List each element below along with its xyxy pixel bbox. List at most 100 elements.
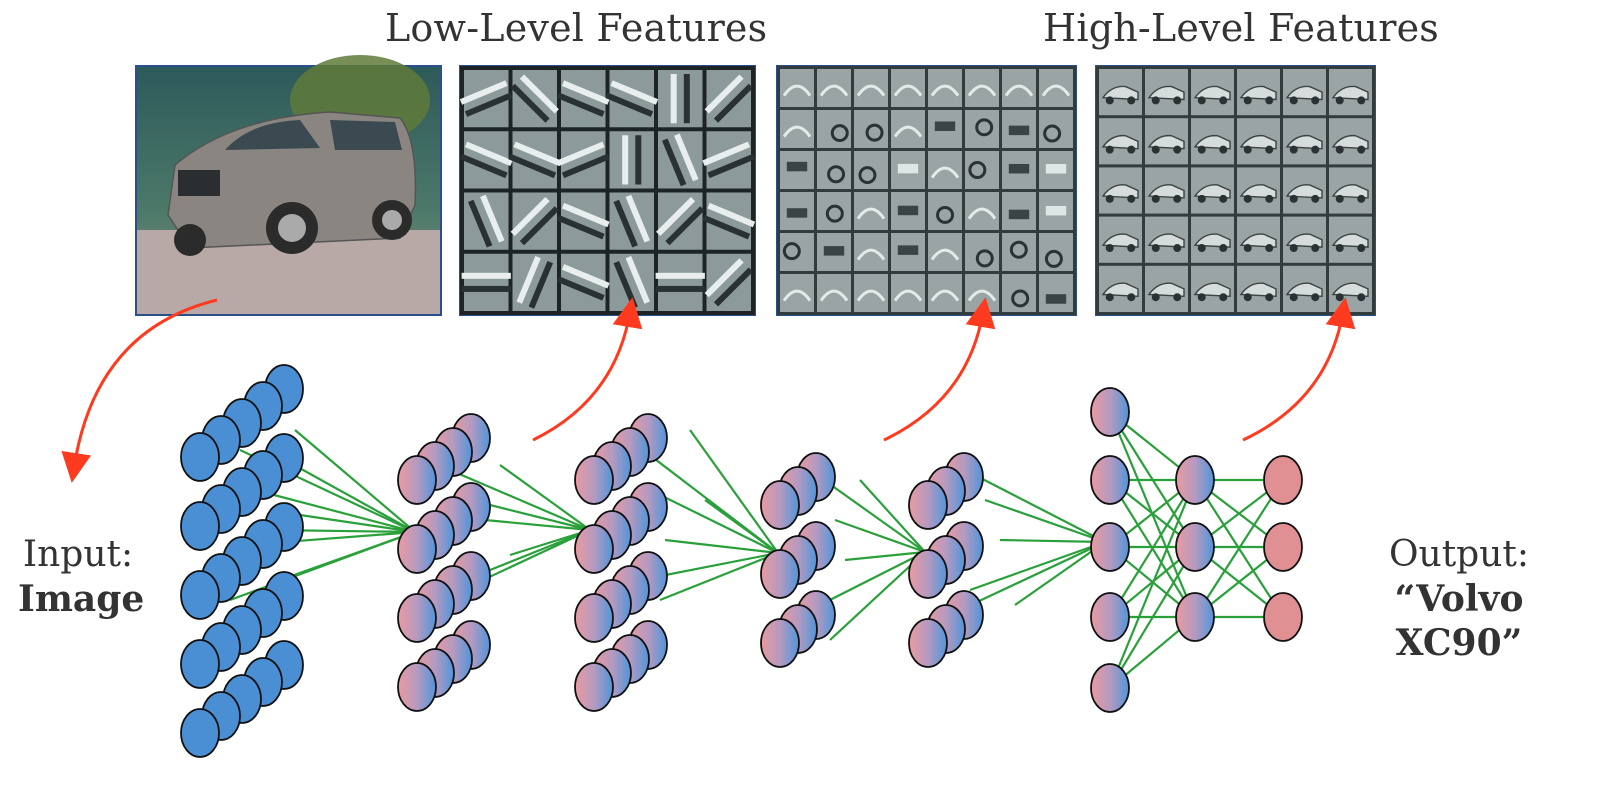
edge-dark bbox=[713, 83, 753, 123]
connection-line bbox=[984, 498, 1106, 544]
node bbox=[760, 480, 800, 530]
edge-stroke bbox=[704, 258, 753, 307]
feature-panels bbox=[135, 55, 1376, 316]
edge-dark bbox=[556, 92, 605, 117]
part-shape bbox=[823, 246, 845, 256]
part-shape bbox=[967, 207, 997, 220]
car-silhouette bbox=[1101, 184, 1139, 199]
car-silhouette bbox=[1331, 282, 1369, 298]
filter-cell bbox=[706, 253, 751, 311]
edge-light bbox=[610, 80, 659, 105]
edge-light bbox=[702, 141, 751, 167]
connection-line bbox=[689, 429, 779, 554]
part-shape bbox=[897, 205, 919, 216]
edge-stroke bbox=[467, 194, 505, 248]
connection-line bbox=[834, 518, 926, 554]
filter-cell bbox=[854, 110, 888, 148]
part-shape bbox=[782, 289, 812, 302]
connection-line bbox=[254, 488, 416, 534]
edge-stroke bbox=[670, 74, 690, 124]
heading-low-level: Low-Level Features bbox=[385, 6, 768, 50]
part-shape bbox=[1043, 124, 1062, 143]
edge-dark bbox=[556, 276, 605, 301]
edge-stroke bbox=[461, 272, 511, 292]
filter-cell bbox=[1002, 69, 1036, 107]
filter-cell bbox=[965, 192, 999, 230]
filter-cell bbox=[817, 69, 851, 107]
input-layer-nodes bbox=[180, 364, 304, 758]
edge-light bbox=[674, 133, 699, 182]
filter-cell bbox=[512, 70, 557, 128]
edge-stroke bbox=[622, 135, 642, 185]
car-silhouette bbox=[1331, 134, 1369, 150]
part-shape bbox=[786, 161, 808, 172]
output-label-line1: Output: bbox=[1389, 534, 1529, 575]
grid-background bbox=[1096, 66, 1375, 315]
edge-stroke bbox=[556, 141, 610, 179]
node bbox=[397, 455, 437, 505]
filter-cell bbox=[965, 274, 999, 312]
connection-line bbox=[964, 469, 1106, 543]
connection-line bbox=[844, 550, 926, 562]
part-shape bbox=[1011, 289, 1030, 308]
part-shape bbox=[1009, 240, 1028, 259]
wheel-mark bbox=[1311, 244, 1320, 253]
filter-cell bbox=[512, 192, 557, 250]
edge-light bbox=[704, 258, 744, 298]
car-silhouette bbox=[1285, 233, 1323, 248]
car-silhouette bbox=[1147, 134, 1185, 150]
edge-light bbox=[625, 194, 651, 243]
node bbox=[1263, 592, 1303, 642]
car-silhouette bbox=[1101, 85, 1139, 101]
wheel-mark bbox=[1105, 194, 1114, 203]
part-shape bbox=[1045, 164, 1067, 174]
node bbox=[180, 501, 220, 551]
edge-stroke bbox=[661, 133, 699, 187]
wheel-mark bbox=[1173, 96, 1182, 105]
input-label: Input: Image bbox=[18, 533, 144, 621]
arrow-to-high-level bbox=[1242, 297, 1356, 442]
edge-dark bbox=[665, 206, 705, 246]
car-grille bbox=[178, 170, 220, 196]
edge-stroke bbox=[613, 194, 651, 248]
filter-cell bbox=[1039, 110, 1073, 148]
filter-cell bbox=[817, 151, 851, 189]
edge-light bbox=[670, 74, 677, 124]
part-shape bbox=[936, 205, 955, 224]
car-silhouette bbox=[1331, 85, 1369, 101]
wheel-mark bbox=[1357, 293, 1366, 302]
node bbox=[760, 549, 800, 599]
edge-light bbox=[464, 141, 513, 167]
node bbox=[760, 618, 800, 668]
car-silhouette bbox=[1193, 184, 1231, 199]
connection-line bbox=[1014, 541, 1106, 606]
edge-stroke bbox=[516, 255, 554, 309]
car-silhouette bbox=[1285, 282, 1323, 298]
filter-cell bbox=[928, 192, 962, 230]
edge-stroke bbox=[702, 202, 756, 240]
car-silhouette bbox=[1239, 282, 1277, 298]
node bbox=[397, 524, 437, 574]
part-shape bbox=[897, 245, 919, 255]
wheel-mark bbox=[1197, 293, 1206, 302]
edge-dark bbox=[459, 153, 508, 179]
filter-cell bbox=[780, 274, 814, 312]
output-label-line2: “Volvo XC90” bbox=[1394, 578, 1524, 664]
wheel-mark bbox=[1311, 145, 1320, 154]
car-silhouette bbox=[1193, 134, 1231, 150]
wheel-mark bbox=[1151, 96, 1160, 105]
filter-cell bbox=[891, 274, 925, 312]
edge-stroke bbox=[704, 74, 753, 123]
wheel-mark bbox=[1335, 145, 1344, 154]
edge-dark bbox=[702, 214, 751, 240]
edge-dark bbox=[683, 74, 690, 124]
part-shape bbox=[1045, 205, 1067, 216]
filter-cell bbox=[1039, 274, 1073, 312]
node bbox=[1090, 522, 1130, 572]
conv-layer-2-nodes bbox=[574, 413, 668, 712]
connection-line bbox=[704, 499, 779, 554]
wheel-mark bbox=[1197, 145, 1206, 154]
car-silhouette bbox=[1101, 134, 1139, 150]
edge-dark bbox=[613, 199, 638, 248]
edge-light bbox=[704, 74, 744, 114]
